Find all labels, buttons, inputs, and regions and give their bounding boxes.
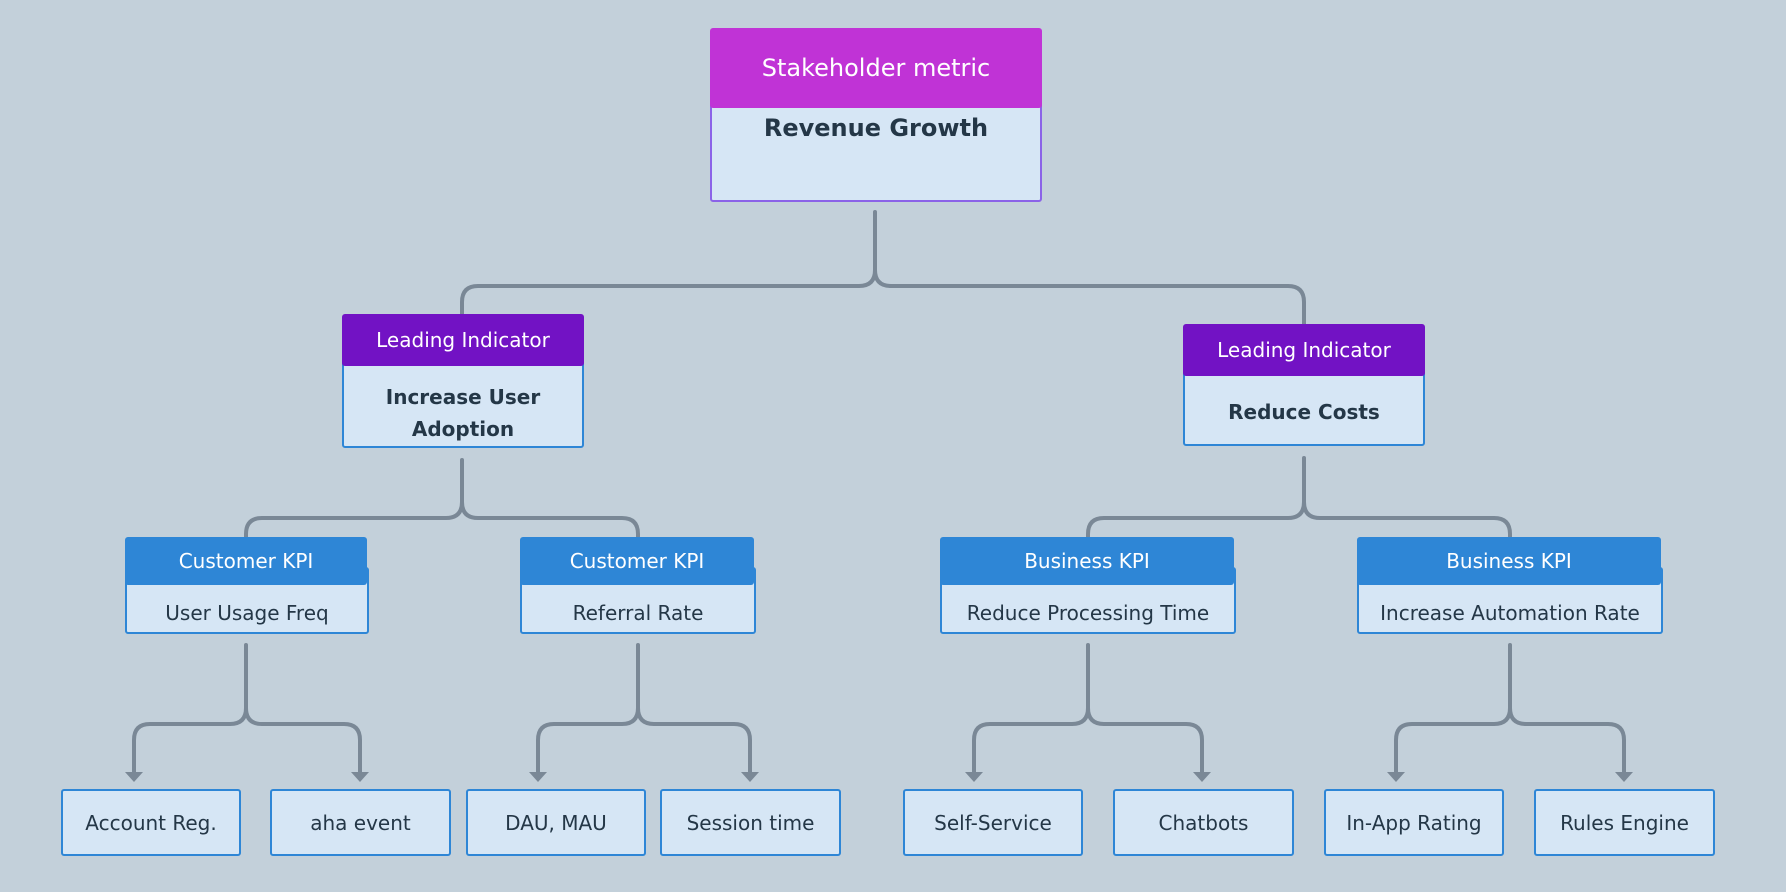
- kpi-header: Business KPI: [940, 537, 1234, 585]
- leaf-node-8[interactable]: Rules Engine: [1534, 789, 1715, 856]
- arrowhead-leaf-2: [351, 772, 369, 782]
- leading-indicator-header: Leading Indicator: [342, 314, 584, 366]
- connector-kpi3-to-leaf-6: [1086, 706, 1204, 778]
- arrowhead-leaf-4: [741, 772, 759, 782]
- connector-kpi1-to-leaf-2: [244, 706, 362, 778]
- leaf-node-7[interactable]: In-App Rating: [1324, 789, 1504, 856]
- connector-lead2-to-kpi-4: [1302, 500, 1512, 542]
- arrowhead-leaf-3: [529, 772, 547, 782]
- kpi-header: Business KPI: [1357, 537, 1661, 585]
- arrowhead-leaf-6: [1193, 772, 1211, 782]
- connector-kpi4-to-leaf-8: [1508, 706, 1626, 778]
- connector-root-to-lead-1: [460, 210, 877, 318]
- leaf-node-4[interactable]: Session time: [660, 789, 841, 856]
- kpi-node-2[interactable]: Referral Rate Customer KPI: [520, 537, 756, 634]
- connector-kpi2-to-leaf-4: [636, 706, 752, 778]
- stakeholder-metric-node[interactable]: Revenue Growth Stakeholder metric: [710, 28, 1042, 202]
- connector-kpi1-to-leaf-1: [132, 643, 248, 778]
- kpi-node-1[interactable]: User Usage Freq Customer KPI: [125, 537, 369, 634]
- stakeholder-metric-header: Stakeholder metric: [710, 28, 1042, 108]
- connector-lead1-to-kpi-1: [244, 458, 464, 542]
- connector-lead1-to-kpi-2: [460, 500, 640, 542]
- connector-kpi2-to-leaf-3: [536, 643, 640, 778]
- leaf-node-5[interactable]: Self-Service: [903, 789, 1083, 856]
- leaf-node-1[interactable]: Account Reg.: [61, 789, 241, 856]
- leaf-node-3[interactable]: DAU, MAU: [466, 789, 646, 856]
- leading-indicator-node-2[interactable]: Reduce Costs Leading Indicator: [1183, 324, 1425, 446]
- leading-indicator-node-1[interactable]: Increase User Adoption Leading Indicator: [342, 314, 584, 448]
- leading-indicator-header: Leading Indicator: [1183, 324, 1425, 376]
- connector-kpi3-to-leaf-5: [972, 643, 1090, 778]
- arrowhead-leaf-8: [1615, 772, 1633, 782]
- connector-root-to-lead-2: [873, 268, 1306, 328]
- connector-lead2-to-kpi-3: [1086, 456, 1306, 542]
- kpi-node-3[interactable]: Reduce Processing Time Business KPI: [940, 537, 1236, 634]
- arrowhead-leaf-7: [1387, 772, 1405, 782]
- kpi-header: Customer KPI: [125, 537, 367, 585]
- kpi-header: Customer KPI: [520, 537, 754, 585]
- leaf-node-2[interactable]: aha event: [270, 789, 451, 856]
- kpi-node-4[interactable]: Increase Automation Rate Business KPI: [1357, 537, 1663, 634]
- connector-kpi4-to-leaf-7: [1394, 643, 1512, 778]
- arrowhead-leaf-5: [965, 772, 983, 782]
- arrowhead-leaf-1: [125, 772, 143, 782]
- leaf-node-6[interactable]: Chatbots: [1113, 789, 1294, 856]
- stakeholder-metric-title: Revenue Growth: [710, 98, 1042, 202]
